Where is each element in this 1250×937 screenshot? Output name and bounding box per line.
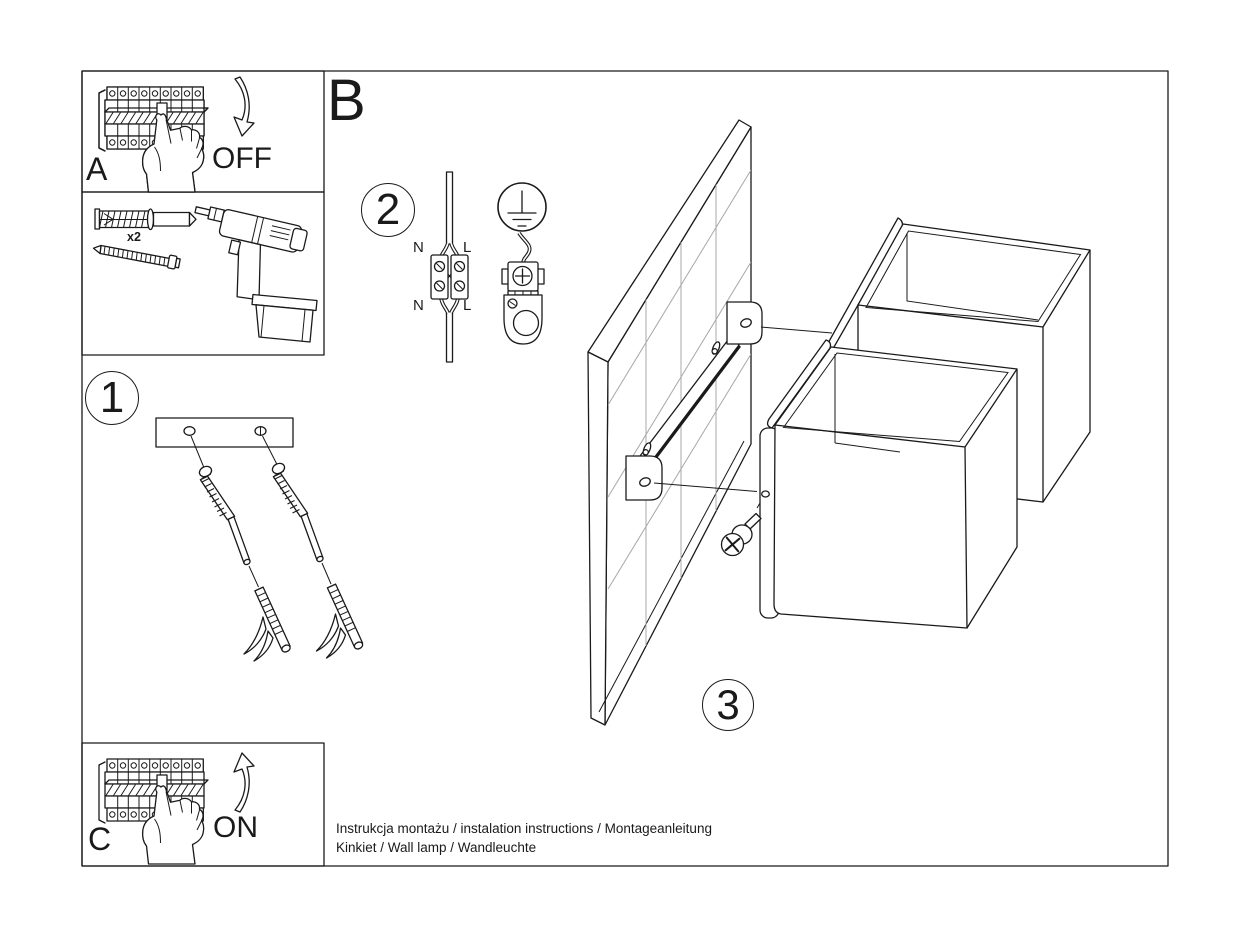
footer-product-line: Kinkiet / Wall lamp / Wandleuchte <box>336 840 537 855</box>
neutral-label-top: N <box>413 239 424 256</box>
anchor-illustration <box>243 586 291 662</box>
panel-c-box <box>81 742 325 867</box>
arrow-down-icon <box>233 76 255 137</box>
section-b-label: B <box>327 68 366 133</box>
screw-illustration <box>270 460 325 564</box>
step-3-badge: 3 <box>702 679 754 731</box>
grounding-lug <box>501 261 545 345</box>
guide-line <box>190 435 332 588</box>
lamp-cube-front <box>773 346 1018 629</box>
quantity-label: x2 <box>127 230 141 244</box>
ground-symbol-icon <box>497 182 547 232</box>
page-border <box>81 70 1169 867</box>
wall-anchor-icon <box>94 208 197 231</box>
on-label: ON <box>213 811 258 844</box>
step-2-badge: 2 <box>361 183 415 237</box>
screw-illustration <box>198 465 251 566</box>
neutral-label-bottom: N <box>413 297 424 314</box>
anchor-illustration <box>315 583 365 659</box>
live-label-bottom: L <box>463 297 472 314</box>
footer-title-line: Instrukcja montażu / instalation instruc… <box>336 821 712 836</box>
step-1-number: 1 <box>99 373 125 422</box>
mounting-bracket <box>625 301 763 501</box>
live-label-top: L <box>463 239 472 256</box>
panel-a-label: A <box>86 151 108 187</box>
terminal-block <box>430 254 469 300</box>
off-label: OFF <box>212 142 272 175</box>
step-1-badge: 1 <box>85 371 139 425</box>
step-2-number: 2 <box>375 185 401 234</box>
screw-icon <box>92 244 181 270</box>
panel-c-label: C <box>88 821 112 857</box>
drill-icon <box>194 206 318 343</box>
mounting-plate <box>155 417 294 448</box>
arrow-up-icon <box>233 752 255 813</box>
bracket-screw-icon <box>720 512 762 557</box>
step-3-number: 3 <box>716 681 740 728</box>
ground-wire <box>517 231 532 265</box>
panel-tools-box <box>81 191 325 356</box>
